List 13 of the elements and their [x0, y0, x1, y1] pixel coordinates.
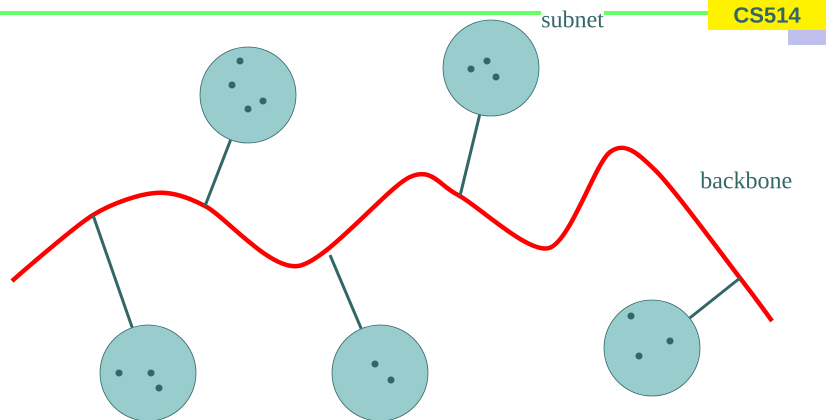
connector-line: [92, 214, 134, 328]
connector-line: [328, 254, 362, 330]
subnet-circle: [332, 324, 428, 420]
curve-label: backbone: [700, 172, 792, 188]
connector-line: [204, 140, 232, 207]
label: subnet: [541, 10, 604, 28]
subnet-circle: [200, 46, 296, 144]
subnet-circle: [100, 324, 196, 420]
course-badge: CS514: [708, 0, 826, 30]
connector-line: [688, 276, 741, 320]
subnet-circle: [442, 20, 540, 116]
connector-line: [458, 114, 482, 196]
subnet-circle: [604, 300, 700, 396]
